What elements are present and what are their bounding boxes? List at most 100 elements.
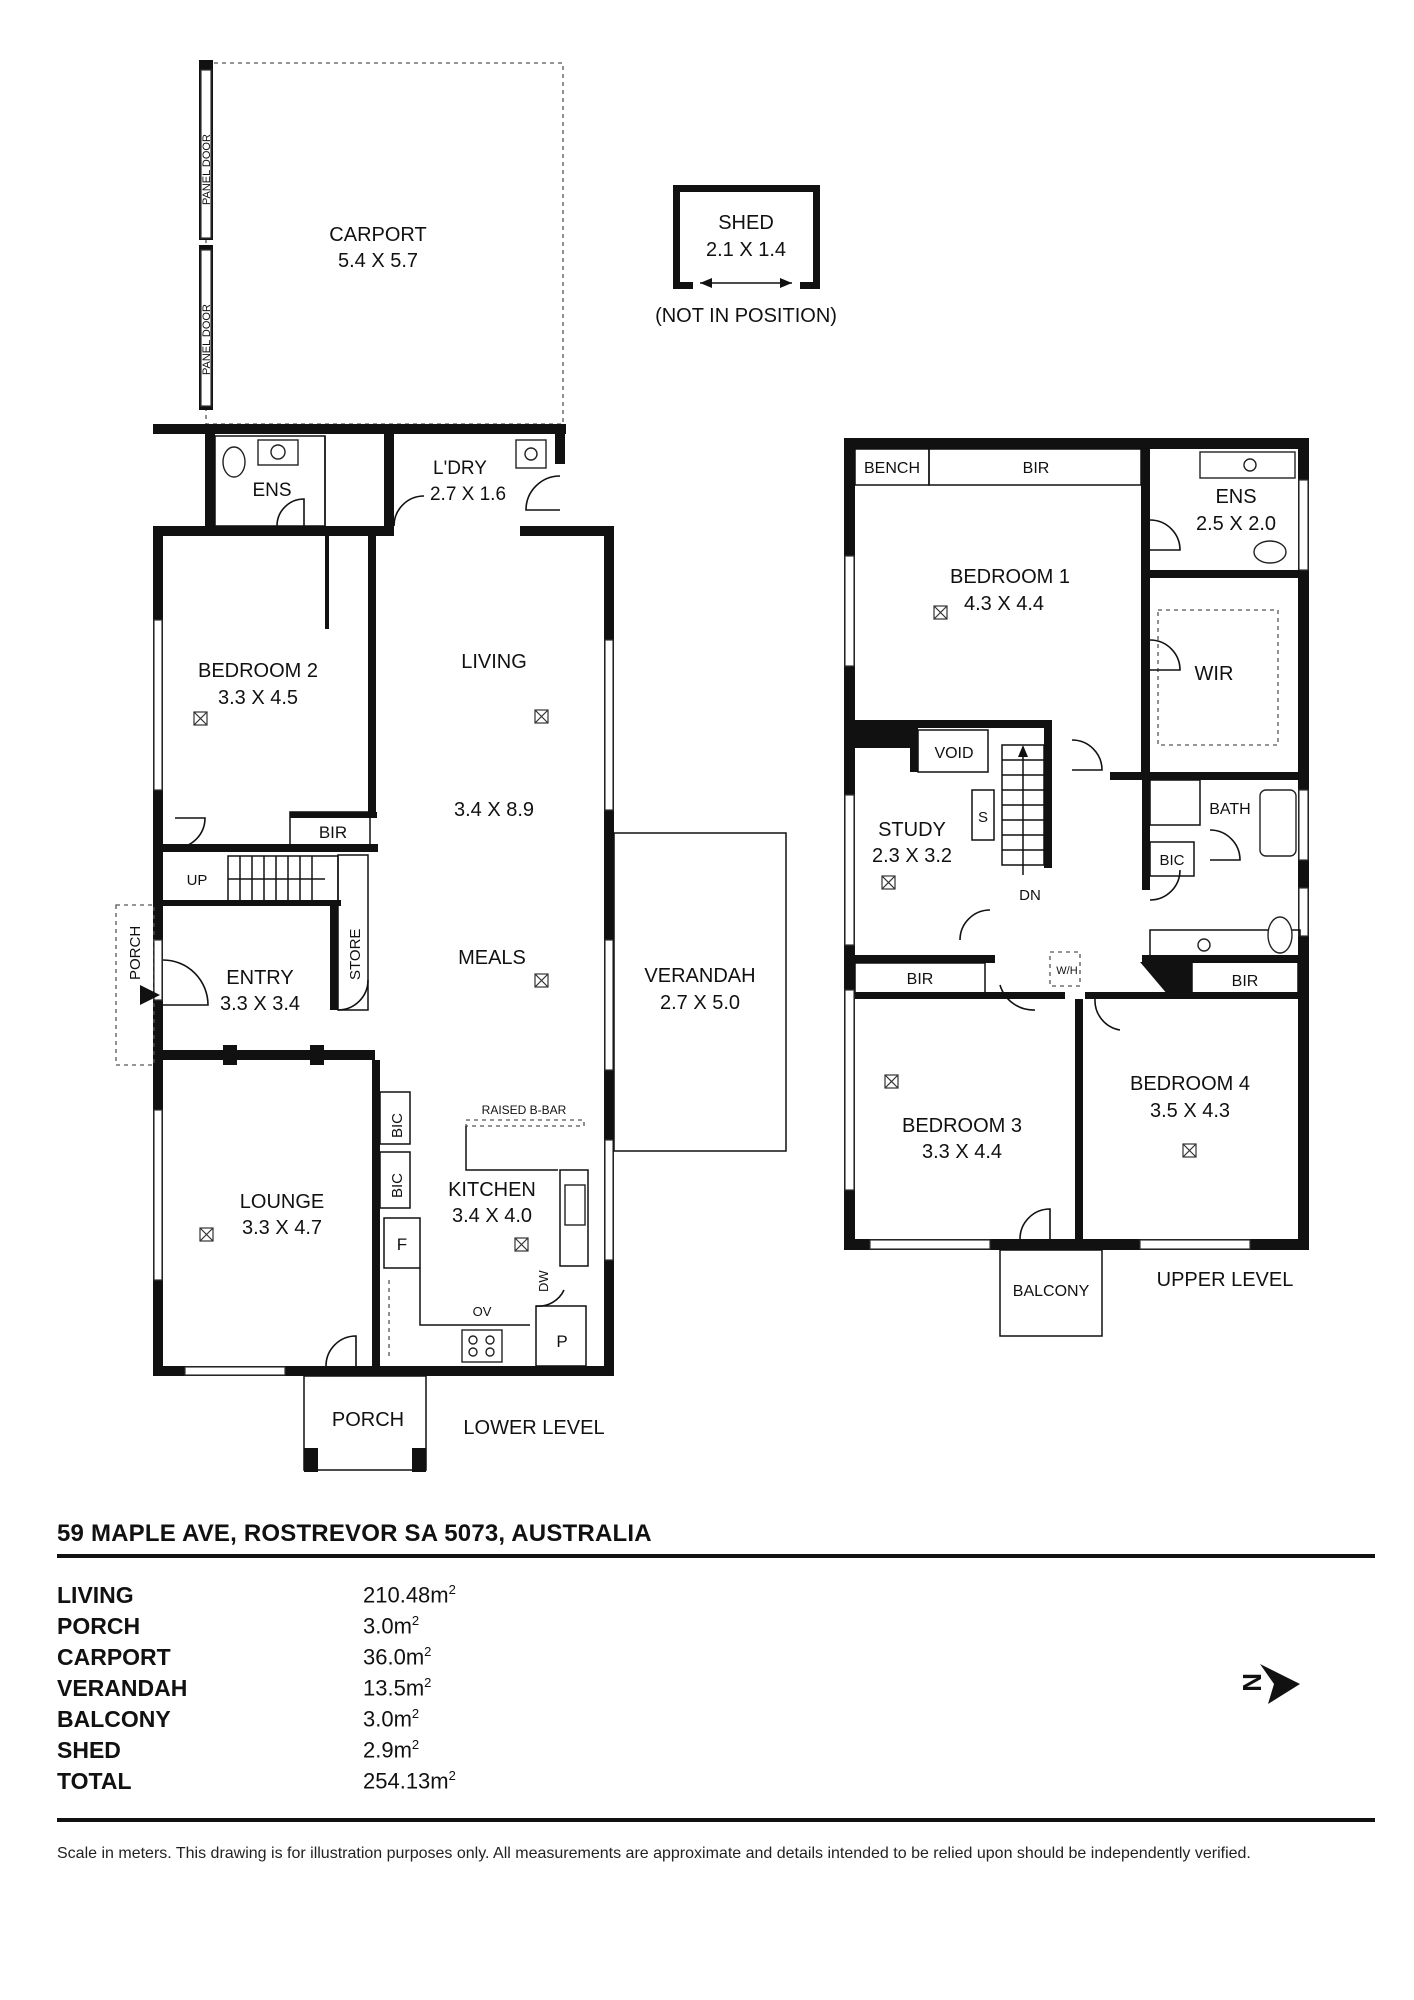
area-name: TOTAL xyxy=(57,1768,132,1794)
panel-door-label: PANEL DOOR xyxy=(201,134,213,205)
floor-plan: PANEL DOOR PANEL DOOR CARPORT 5.4 X 5.7 xyxy=(115,60,1309,1472)
study-label: STUDY xyxy=(878,819,946,841)
store-label: STORE xyxy=(347,929,364,980)
bedroom-3-label: BEDROOM 3 xyxy=(902,1115,1022,1137)
balcony-outline xyxy=(999,1249,1103,1337)
north-arrow-icon: N xyxy=(1238,1664,1300,1704)
stairs xyxy=(227,855,339,903)
bedroom-3-dims: 3.3 X 4.4 xyxy=(922,1141,1002,1163)
area-row: SHED 2.9m2 xyxy=(57,1737,657,1768)
disclaimer: Scale in meters. This drawing is for ill… xyxy=(57,1845,1251,1862)
carport-dims: 5.4 X 5.7 xyxy=(338,250,418,272)
s-label: S xyxy=(978,809,988,826)
dishwasher-label: DW xyxy=(536,1270,551,1292)
light-icon xyxy=(933,605,948,620)
up-label: UP xyxy=(187,872,208,889)
laundry-label: L'DRY xyxy=(433,458,487,479)
bir-label: BIR xyxy=(1023,460,1050,477)
bir-label: BIR xyxy=(319,823,347,842)
area-name: BALCONY xyxy=(57,1706,171,1732)
verandah-dims: 2.7 X 5.0 xyxy=(660,992,740,1014)
ens-label: ENS xyxy=(252,480,291,501)
verandah-outline xyxy=(613,832,787,1152)
area-row: BALCONY 3.0m2 xyxy=(57,1706,657,1737)
upper-ens-label: ENS xyxy=(1215,486,1256,508)
entry-dims: 3.3 X 3.4 xyxy=(220,993,300,1015)
void-label: VOID xyxy=(934,745,973,762)
area-value: 254.13m2 xyxy=(363,1768,456,1794)
bedroom-4-label: BEDROOM 4 xyxy=(1130,1073,1250,1095)
compass-letter: N xyxy=(1238,1673,1267,1692)
area-name: SHED xyxy=(57,1737,121,1763)
light-icon xyxy=(1182,1143,1197,1158)
pantry-label: P xyxy=(556,1332,567,1351)
panel-door-label: PANEL DOOR xyxy=(201,304,213,375)
south-wall xyxy=(153,1366,613,1376)
area-name: PORCH xyxy=(57,1613,141,1639)
verandah-label: VERANDAH xyxy=(644,965,755,987)
bedroom-2-label: BEDROOM 2 xyxy=(198,660,318,682)
study-dims: 2.3 X 3.2 xyxy=(872,845,952,867)
light-icon xyxy=(199,1227,214,1242)
kitchen-label: KITCHEN xyxy=(448,1179,536,1201)
entry-label: ENTRY xyxy=(226,967,293,989)
bench-label: BENCH xyxy=(864,460,920,477)
light-icon xyxy=(193,711,208,726)
area-row: LIVING 210.48m2 xyxy=(57,1582,657,1613)
wir-label: WIR xyxy=(1195,663,1234,685)
fridge-label: F xyxy=(397,1235,407,1254)
area-name: CARPORT xyxy=(57,1644,171,1670)
divider-bottom xyxy=(57,1818,1375,1822)
shed: SHED 2.1 X 1.4 (NOT IN POSITION) xyxy=(655,185,837,327)
kitchen-dims: 3.4 X 4.0 xyxy=(452,1205,532,1227)
bedroom-1-label: BEDROOM 1 xyxy=(950,566,1070,588)
bic-label: BIC xyxy=(1159,852,1184,869)
bedroom-2-dims: 3.3 X 4.5 xyxy=(218,687,298,709)
area-value: 13.5m2 xyxy=(363,1675,432,1701)
light-icon xyxy=(534,973,549,988)
shed-label: SHED xyxy=(718,212,774,234)
bir-label: BIR xyxy=(1232,973,1259,990)
area-value: 3.0m2 xyxy=(363,1706,420,1732)
porch-side-label: PORCH xyxy=(127,926,144,980)
front-porch-label: PORCH xyxy=(332,1409,404,1431)
light-icon xyxy=(534,709,549,724)
area-name: VERANDAH xyxy=(57,1675,188,1701)
area-value: 210.48m2 xyxy=(363,1582,456,1608)
dn-label: DN xyxy=(1019,887,1041,904)
upper-level-label: UPPER LEVEL xyxy=(1157,1269,1294,1291)
stairs xyxy=(1001,744,1045,875)
area-value: 3.0m2 xyxy=(363,1613,420,1639)
bath-label: BATH xyxy=(1209,801,1250,818)
divider-top xyxy=(57,1554,1375,1558)
wh-label: W/H xyxy=(1056,965,1077,977)
carport-label: CARPORT xyxy=(329,224,426,246)
upper-ens-dims: 2.5 X 2.0 xyxy=(1196,513,1276,535)
entry-arrow-icon xyxy=(140,985,160,1005)
living-label: LIVING xyxy=(461,651,527,673)
laundry-dims: 2.7 X 1.6 xyxy=(430,484,506,505)
bic-label: BIC xyxy=(389,1173,406,1198)
area-name: LIVING xyxy=(57,1582,134,1608)
upper-level: BENCH BIR BEDROOM 1 4.3 X 4.4 ENS 2.5 X … xyxy=(844,438,1309,1337)
oven-label: OV xyxy=(473,1304,492,1319)
lounge-dims: 3.3 X 4.7 xyxy=(242,1217,322,1239)
lower-level: PANEL DOOR PANEL DOOR CARPORT 5.4 X 5.7 xyxy=(115,60,787,1472)
raised-bbar-label: RAISED B-BAR xyxy=(482,1103,567,1117)
area-row: CARPORT 36.0m2 xyxy=(57,1644,657,1675)
bedroom-1-dims: 4.3 X 4.4 xyxy=(964,593,1044,615)
light-icon xyxy=(884,1074,899,1089)
bedroom-4-dims: 3.5 X 4.3 xyxy=(1150,1100,1230,1122)
shed-note: (NOT IN POSITION) xyxy=(655,305,837,327)
area-row: TOTAL 254.13m2 xyxy=(57,1768,657,1799)
property-address: 59 MAPLE AVE, ROSTREVOR SA 5073, AUSTRAL… xyxy=(57,1520,652,1547)
lounge-label: LOUNGE xyxy=(240,1191,324,1213)
living-dims: 3.4 X 8.9 xyxy=(454,799,534,821)
area-row: PORCH 3.0m2 xyxy=(57,1613,657,1644)
balcony-label: BALCONY xyxy=(1013,1283,1090,1300)
area-row: VERANDAH 13.5m2 xyxy=(57,1675,657,1706)
lower-level-label: LOWER LEVEL xyxy=(463,1417,604,1439)
meals-label: MEALS xyxy=(458,947,526,969)
bic-label: BIC xyxy=(389,1113,406,1138)
area-value: 2.9m2 xyxy=(363,1737,420,1763)
